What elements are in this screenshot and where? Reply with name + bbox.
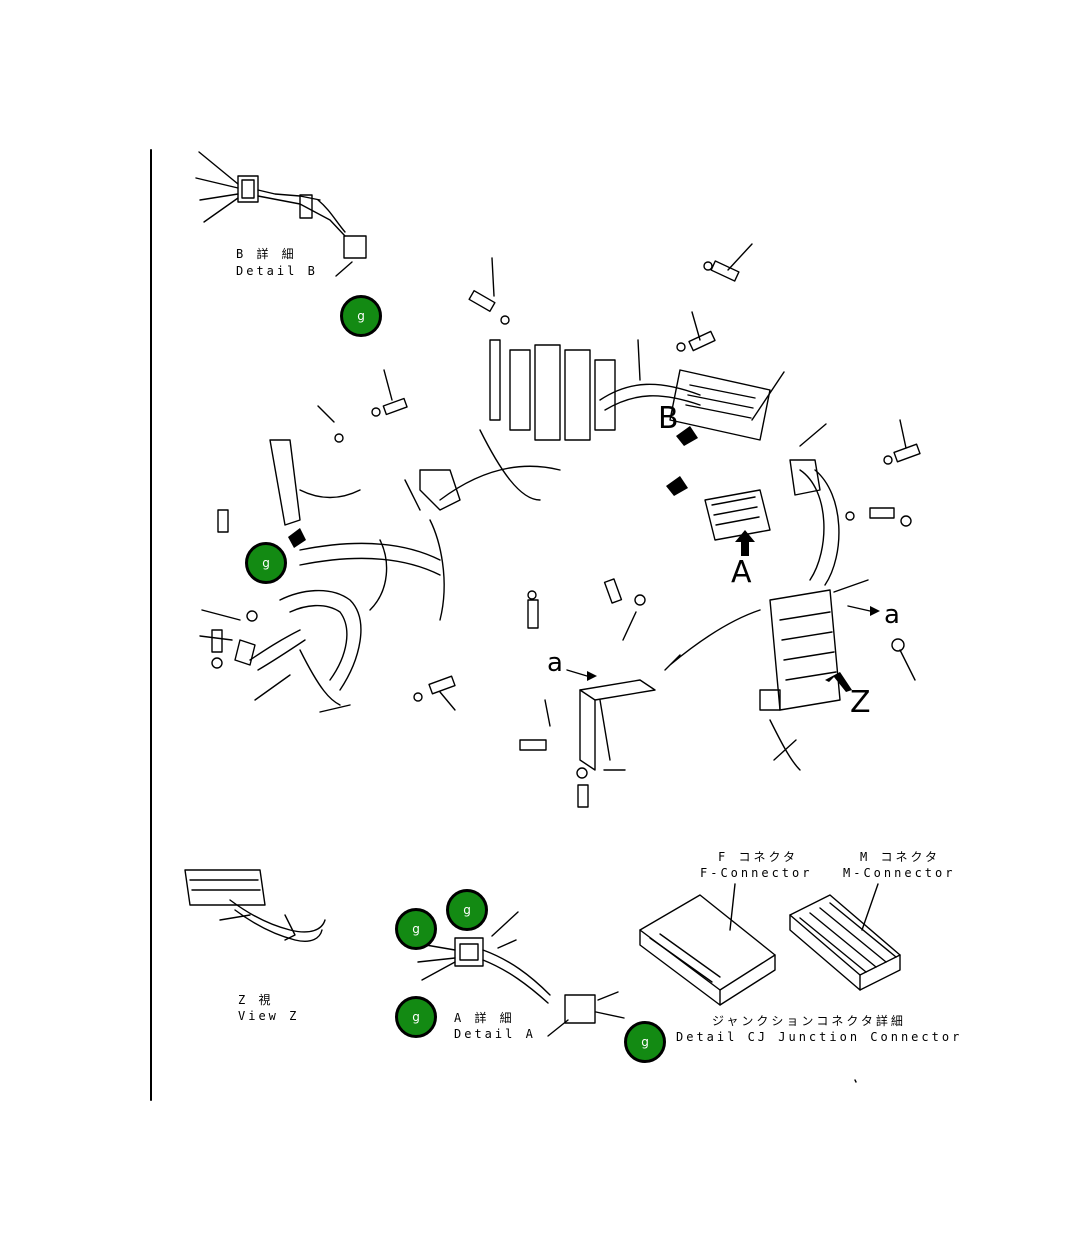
view-z-drawing (184, 869, 326, 942)
f-connector-label-jp: F コネクタ (718, 850, 798, 864)
view-z-label-jp: Z 視 (238, 993, 274, 1007)
detail-a-label-en: Detail A (454, 1027, 536, 1041)
tick-mark (854, 1079, 857, 1083)
junction-connector-label-en: Detail CJ Junction Connector (676, 1030, 963, 1044)
arrow-a-right-shaft (847, 605, 871, 612)
badge-marker: g (624, 1021, 666, 1063)
f-connector-drawing (639, 883, 776, 1006)
f-connector-label-en: F-Connector (700, 866, 813, 880)
badge-marker: g (340, 295, 382, 337)
badge-marker: g (395, 908, 437, 950)
badge-marker: g (395, 996, 437, 1038)
callout-letter-z-view: Z (850, 685, 871, 720)
detail-b-label-jp: B 詳 細 (236, 247, 297, 261)
callout-letter-a-detail: A (731, 555, 752, 590)
view-z-label-en: View Z (238, 1009, 300, 1023)
detail-b-drawing (195, 151, 367, 277)
main-harness-drawing (199, 243, 921, 808)
junction-connector-label-jp: ジャンクションコネクタ詳細 (712, 1014, 906, 1028)
detail-a-label-jp: A 詳 細 (454, 1011, 515, 1025)
callout-letter-a-small-left: a (547, 648, 563, 678)
detail-b-label-en: Detail B (236, 264, 318, 278)
callout-arrows (288, 426, 880, 692)
m-connector-label-en: M-Connector (843, 866, 956, 880)
badge-marker: g (446, 889, 488, 931)
callout-letter-b-detail: B (658, 401, 679, 436)
callout-letter-a-small-right: a (884, 600, 900, 630)
m-connector-label-jp: M コネクタ (860, 850, 940, 864)
arrow-a-left-shaft (566, 669, 588, 677)
detail-a-drawing (417, 911, 625, 1037)
m-connector-drawing (789, 883, 901, 991)
badge-marker: g (245, 542, 287, 584)
